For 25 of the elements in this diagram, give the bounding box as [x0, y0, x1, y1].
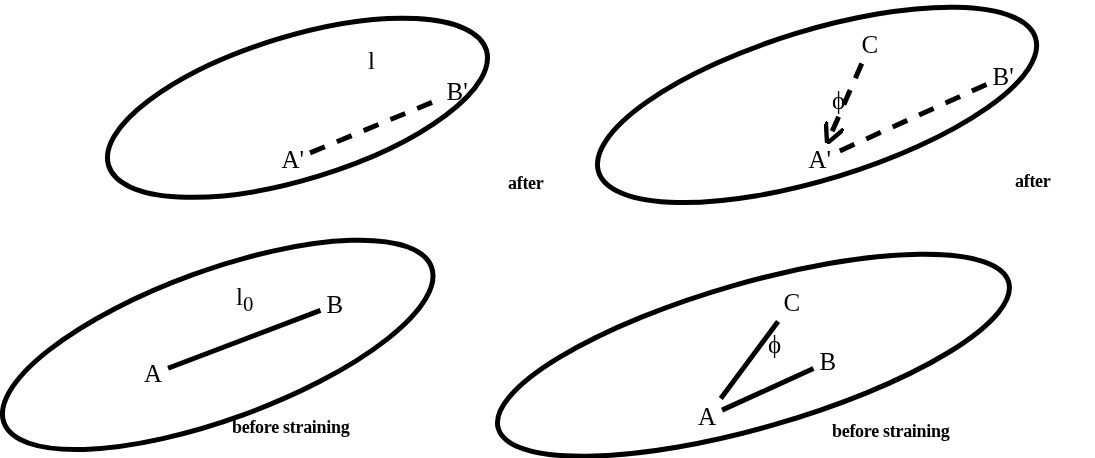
dashed-segment [823, 62, 865, 146]
state-caption: after [1015, 172, 1051, 190]
point-label: C [783, 290, 801, 316]
ellipse-outline [0, 238, 436, 452]
point-label: A' [281, 147, 305, 173]
state-caption: before straining [232, 418, 350, 436]
point-label: A' [808, 147, 832, 173]
state-caption: after [508, 174, 544, 192]
edge-label: l [368, 48, 375, 73]
point-label: A [144, 361, 163, 387]
line-segment [167, 308, 322, 371]
point-label: C [861, 32, 879, 58]
point-label: B' [992, 64, 1014, 90]
line-segment [721, 366, 815, 413]
edge-label: l$_{0}$ [236, 284, 254, 315]
dashed-segment [836, 82, 988, 155]
angle-label: ϕ [768, 332, 782, 357]
line-segment [718, 320, 781, 400]
point-label: B [326, 292, 344, 318]
state-caption: before straining [832, 422, 950, 440]
ellipse-outline [494, 251, 1012, 458]
point-label: B' [446, 79, 468, 105]
ellipse-outline [104, 16, 490, 200]
point-label: B [819, 349, 837, 375]
point-label: A [698, 404, 717, 430]
